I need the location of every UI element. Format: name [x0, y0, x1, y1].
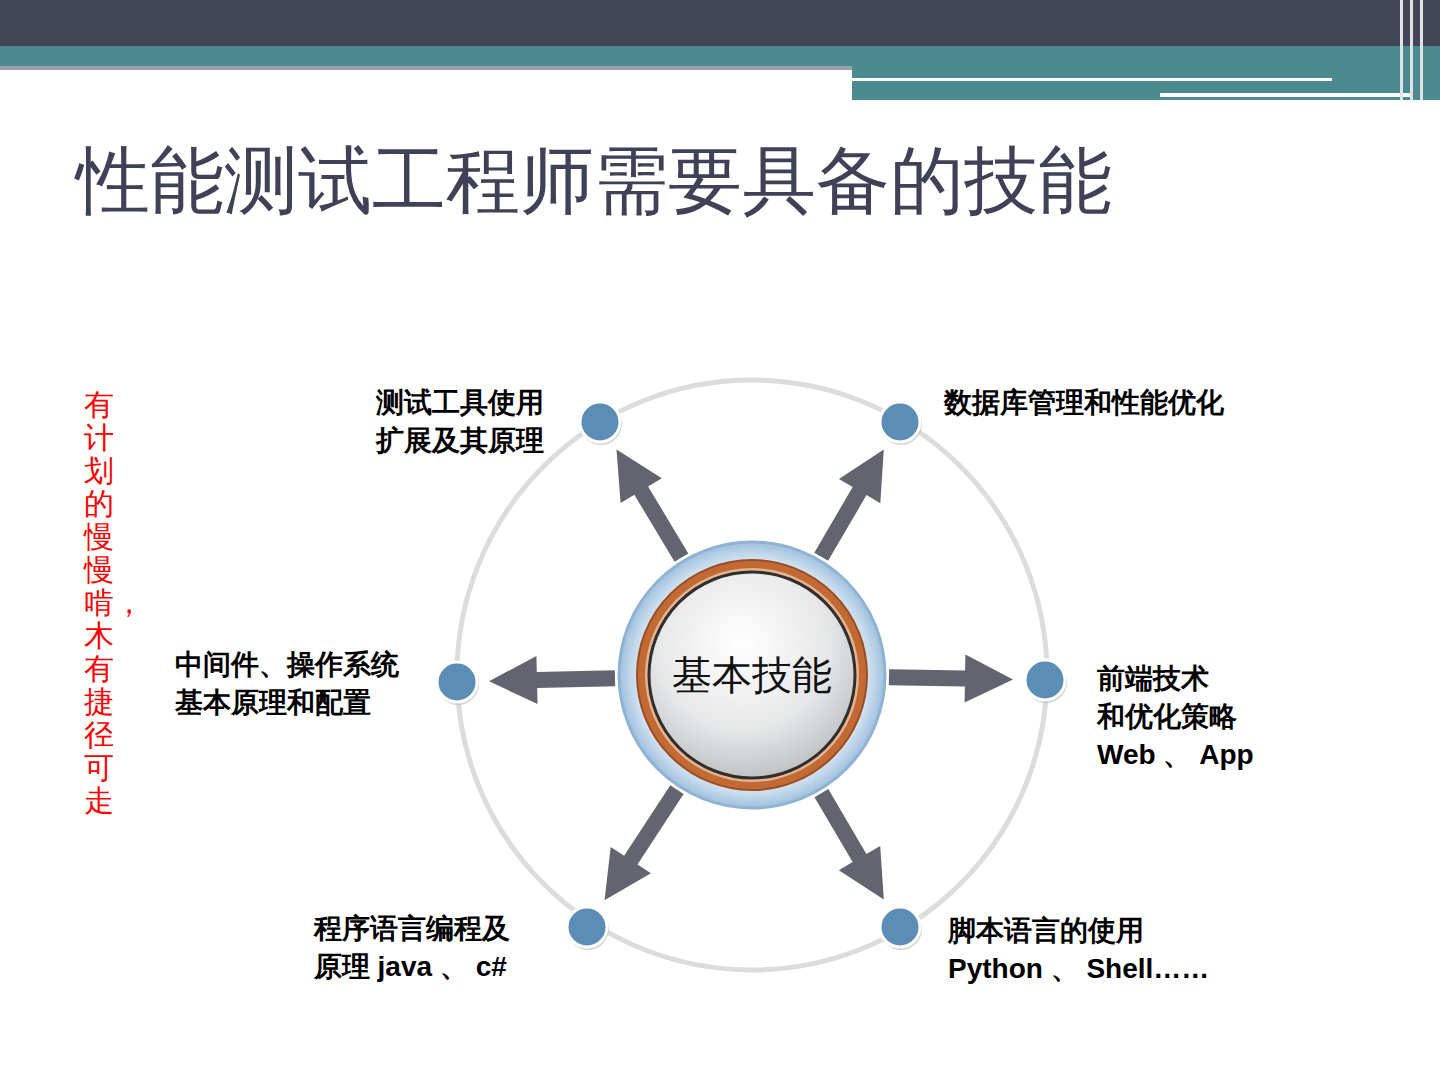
dot-shape [435, 660, 479, 704]
skill-label: 脚本语言的使用 Python 、 Shell…… [948, 912, 1239, 988]
white-line [1160, 93, 1410, 97]
skill-label: 程序语言编程及 原理 java 、 c# [314, 910, 535, 986]
skill-label: 测试工具使用 扩展及其原理 [376, 384, 558, 460]
skill-dot: 数据库管理和性能优化 [878, 400, 922, 444]
top-band [0, 0, 1440, 46]
dot-shape [565, 905, 609, 949]
dot-shape [1023, 658, 1067, 702]
white-stripe [1410, 0, 1413, 100]
skill-dot: 中间件、操作系统 基本原理和配置 [435, 660, 479, 704]
skill-dot: 前端技术 和优化策略 Web 、 App [1023, 658, 1067, 702]
white-stripe [1400, 0, 1403, 100]
center-label: 基本技能 [617, 540, 887, 810]
arrow-shape [815, 789, 884, 899]
arrow-shape [489, 656, 615, 704]
vertical-note: 有计划的慢慢啃，木有捷径可走 [84, 388, 114, 817]
skill-label: 中间件、操作系统 基本原理和配置 [175, 646, 413, 722]
teal-block [852, 66, 1440, 100]
arrow-connector [605, 785, 684, 900]
arrow-connector [814, 450, 884, 561]
dot-shape [878, 400, 922, 444]
skill-dot: 脚本语言的使用 Python 、 Shell…… [878, 905, 922, 949]
teal-band [0, 46, 1440, 66]
dot-shape [878, 905, 922, 949]
skill-label: 前端技术 和优化策略 Web 、 App [1097, 660, 1282, 774]
skill-dot: 程序语言编程及 原理 java 、 c# [565, 905, 609, 949]
arrow-connector [889, 655, 1013, 703]
grey-line [0, 66, 852, 70]
white-line [852, 78, 1332, 81]
arrow-connector [489, 656, 615, 704]
skill-label: 数据库管理和性能优化 [944, 384, 1252, 422]
arrow-connector [815, 789, 884, 899]
dot-shape [578, 400, 622, 444]
arrow-shape [605, 785, 684, 900]
center-circle: 基本技能 [617, 540, 887, 810]
arrow-shape [889, 655, 1013, 703]
outer-ring [457, 380, 1047, 970]
slide-title: 性能测试工程师需要具备的技能 [76, 132, 1112, 232]
arrow-shape [617, 449, 689, 561]
white-stripe [1420, 0, 1423, 100]
skill-dot: 测试工具使用 扩展及其原理 [578, 400, 622, 444]
arrow-shape [814, 450, 884, 561]
arrow-connector [617, 449, 689, 561]
